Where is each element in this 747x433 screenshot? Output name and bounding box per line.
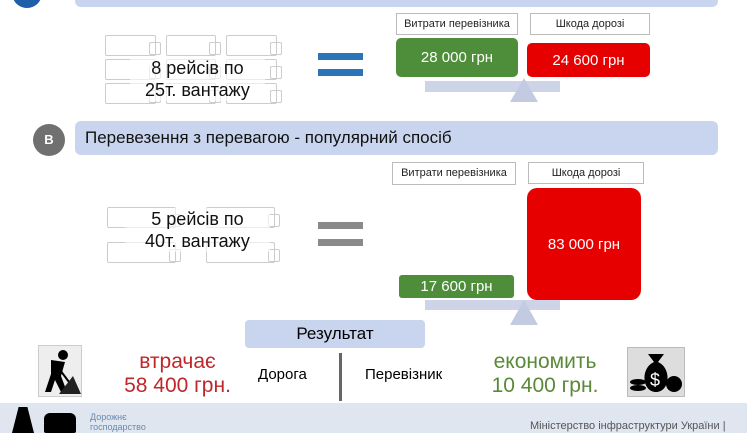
road-damage-b: 83 000 грн xyxy=(527,188,641,300)
carrier-cost-label-b: Витрати перевізника xyxy=(392,162,516,185)
footer-ministry: Міністерство інфраструктури України | xyxy=(530,420,726,432)
carrier-savings-amount: 10 400 грн. xyxy=(491,374,599,397)
trips-count: 8 рейсів по xyxy=(151,58,244,78)
footer xyxy=(0,403,747,433)
road-damage-label-a: Шкода дорозі xyxy=(530,13,650,35)
section-a-header xyxy=(75,0,718,7)
load-weight: 25т. вантажу xyxy=(145,80,250,100)
result-divider xyxy=(339,353,342,401)
road-loss-verb: втрачає xyxy=(139,350,216,373)
carrier-cost-label-a: Витрати перевізника xyxy=(396,13,518,35)
carrier-cost-a: 28 000 грн xyxy=(396,38,518,77)
road-damage-label-b: Шкода дорозі xyxy=(528,162,644,184)
trips-text-b: 5 рейсів по 40т. вантажу xyxy=(125,208,270,252)
brand-line-2: господарство xyxy=(90,422,146,432)
road-damage-a: 24 600 грн xyxy=(527,43,650,77)
equals-sign-b xyxy=(318,222,363,246)
scale-pivot-b xyxy=(510,300,538,325)
road-icon xyxy=(12,407,34,433)
section-b-header xyxy=(75,121,718,155)
car-icon xyxy=(44,413,76,433)
trips-count: 5 рейсів по xyxy=(151,209,244,229)
road-loss-amount: 58 400 грн. xyxy=(124,374,231,397)
road-label: Дорога xyxy=(258,366,307,383)
carrier-cost-b: 17 600 грн xyxy=(399,275,514,298)
scale-pivot-a xyxy=(510,78,538,102)
road-loss: втрачає 58 400 грн. xyxy=(120,350,235,398)
carrier-savings: економить 10 400 грн. xyxy=(485,350,605,398)
money-bag-icon: $ xyxy=(627,347,685,397)
svg-text:$: $ xyxy=(650,370,660,390)
result-title: Результат xyxy=(245,320,425,348)
footer-brand: Дорожнє господарство xyxy=(90,412,146,432)
section-a-badge xyxy=(12,0,42,8)
carrier-label: Перевізник xyxy=(365,366,443,383)
scale-beam-a xyxy=(425,81,560,92)
road-worker-icon xyxy=(38,345,82,397)
section-b-badge: B xyxy=(33,124,65,156)
brand-line-1: Дорожнє xyxy=(90,412,127,422)
carrier-savings-verb: економить xyxy=(493,350,597,373)
section-b-title: Перевезення з перевагою - популярний спо… xyxy=(85,128,452,147)
load-weight: 40т. вантажу xyxy=(145,231,250,251)
equals-sign-a xyxy=(318,53,363,76)
trips-text-a: 8 рейсів по 25т. вантажу xyxy=(130,57,265,101)
scale-beam-b xyxy=(425,300,560,310)
